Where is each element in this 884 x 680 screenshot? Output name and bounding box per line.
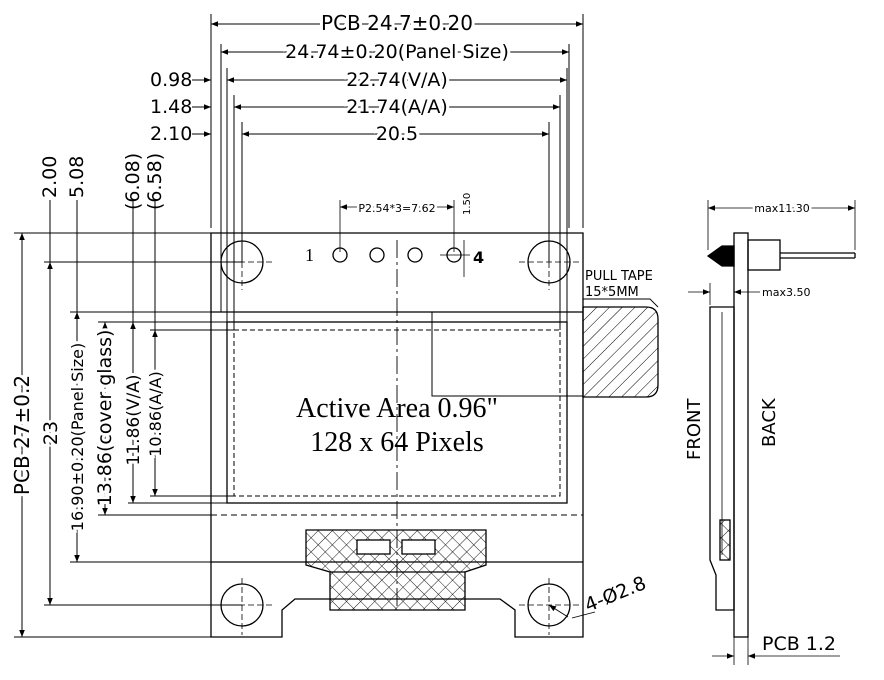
front-label: FRONT — [684, 398, 705, 460]
dim-top-b: 5.08 — [66, 156, 88, 198]
side-module — [709, 306, 735, 611]
dim-aa-height: 10.86(A/A) — [146, 371, 165, 457]
dim-max-module: max3.50 — [762, 286, 810, 299]
pull-tape-label: PULL TAPE — [585, 269, 653, 284]
pull-tape — [582, 306, 659, 398]
pin-pitch-label: P2.54*3=7.62 — [358, 202, 435, 215]
pixel-resolution: 128 x 64 Pixels — [310, 427, 483, 458]
active-area-title: Active Area 0.96" — [296, 393, 498, 424]
dim-top-c: (6.08) — [122, 153, 144, 210]
pull-tape-size: 15*5MM — [585, 285, 639, 300]
dim-offset-va: 0.98 — [150, 69, 192, 91]
dim-pin-span: 20.5 — [376, 123, 418, 145]
pin-3 — [407, 247, 423, 263]
pcb-outline — [210, 232, 584, 638]
pin-1-label: 1 — [305, 245, 314, 265]
pin-2 — [369, 247, 385, 263]
pin-height-label: 1.50 — [462, 193, 473, 215]
dim-panel-height: 16.90±0.20(Panel Size) — [68, 343, 87, 531]
pin-4-label: 4 — [473, 248, 484, 267]
dim-aa-width: 21.74(A/A) — [346, 96, 448, 118]
dim-va-width: 22.74(V/A) — [346, 69, 448, 91]
dim-offset-aa: 1.48 — [150, 96, 192, 118]
flex-connector — [305, 529, 487, 611]
dim-pcb-height: PCB 27±0.2 — [10, 375, 34, 495]
dim-va-height: 11.86(V/A) — [124, 375, 144, 466]
dim-cover-glass: 13.86(cover glass) — [94, 330, 116, 507]
dim-max-total: max11.30 — [754, 202, 809, 215]
dim-pcb-thickness: PCB 1.2 — [762, 633, 836, 655]
side-pcb — [733, 232, 749, 638]
dim-top-a: 2.00 — [39, 156, 61, 198]
dim-hole-pitch: 23 — [40, 421, 62, 445]
dim-offset-pin: 2.10 — [150, 123, 192, 145]
back-label: BACK — [759, 397, 780, 447]
dim-pcb-width: PCB 24.7±0.20 — [321, 11, 473, 35]
side-header — [706, 245, 735, 267]
dim-panel-width: 24.74±0.20(Panel Size) — [285, 41, 509, 63]
holes-label: 4-Ø2.8 — [582, 572, 650, 616]
dim-top-d: (6.58) — [144, 153, 166, 210]
